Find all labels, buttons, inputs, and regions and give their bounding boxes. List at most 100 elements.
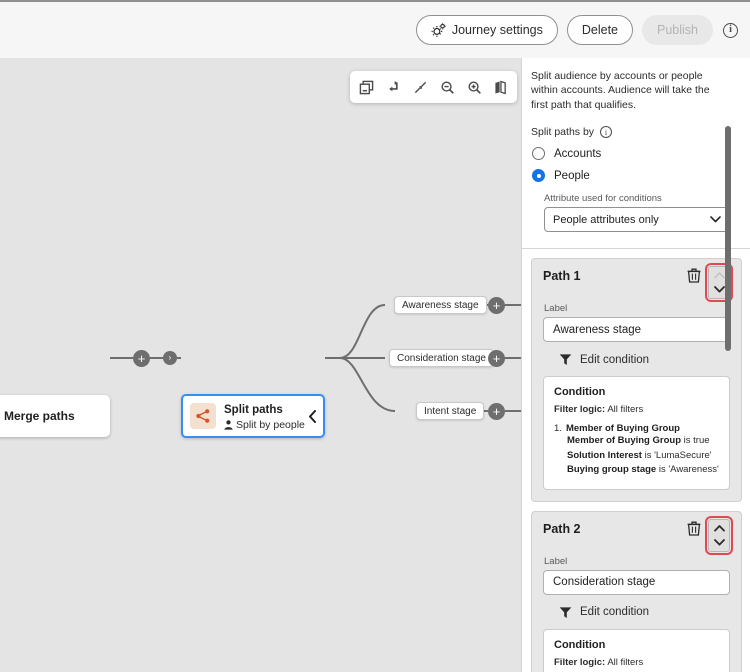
collapse-icon[interactable] <box>407 74 433 100</box>
panel-divider <box>522 248 750 250</box>
canvas-path-pill-2[interactable]: Consideration stage <box>389 349 494 367</box>
delete-button[interactable]: Delete <box>566 15 633 45</box>
condition-1-item-number: 1. <box>554 423 562 435</box>
undo-icon[interactable] <box>380 74 406 100</box>
info-icon[interactable]: i <box>723 22 738 38</box>
plus-glyph: + <box>492 403 501 419</box>
panel-description: Split audience by accounts or people wit… <box>531 70 710 111</box>
path-card-2-label-input[interactable]: Consideration stage <box>543 569 730 595</box>
path-card-1-label-caption: Label <box>544 303 568 315</box>
condition-1-title: Condition <box>554 386 606 399</box>
journey-settings-button[interactable]: Journey settings <box>415 15 558 45</box>
info-glyph: i <box>604 127 608 137</box>
path-card-2-label-value: Consideration stage <box>553 576 656 589</box>
duplicate-icon[interactable] <box>353 74 379 100</box>
edit-condition-1-button[interactable]: Edit condition <box>543 342 730 366</box>
canvas-path-label-3: Intent stage <box>424 405 477 417</box>
split-paths-subtitle: Split by people <box>236 418 305 431</box>
path-card-1: Path 1 <box>531 258 742 502</box>
condition-2-filter-logic: Filter logic: All filters <box>554 657 719 668</box>
top-header: Journey settings Delete Publish i <box>0 0 750 58</box>
split-paths-text: Split paths Split by people <box>224 400 308 433</box>
radio-option-accounts[interactable]: Accounts <box>522 138 750 161</box>
condition-1-line-2: Solution Interest is 'LumaSecure' <box>567 449 712 461</box>
canvas-path-pill-1[interactable]: Awareness stage <box>394 296 487 314</box>
add-step-button-path-1[interactable]: + <box>488 296 505 314</box>
merge-paths-label: Merge paths <box>4 409 75 423</box>
share-icon <box>190 403 216 429</box>
path-card-1-title: Path 1 <box>543 269 581 284</box>
radio-option-people[interactable]: People <box>522 160 750 183</box>
plus-glyph: + <box>137 350 146 366</box>
condition-summary-2: Condition Filter logic: All filters 1. M… <box>543 628 730 672</box>
split-paths-title: Split paths <box>224 403 283 416</box>
path-card-2-header: Path 2 <box>543 515 733 555</box>
condition-1-lines: Member of Buying Group is true Solution … <box>554 434 719 477</box>
canvas-path-label-2: Consideration stage <box>397 352 486 364</box>
condition-2-title: Condition <box>554 638 606 651</box>
plus-glyph: + <box>492 297 501 313</box>
zoom-in-icon[interactable] <box>461 74 487 100</box>
split-paths-by-row: Split paths by i <box>522 112 750 139</box>
split-paths-node[interactable]: Split paths Split by people <box>181 394 325 438</box>
move-path-1-up-button <box>712 270 726 282</box>
radio-people-indicator <box>532 169 545 183</box>
delete-path-1-button[interactable] <box>687 268 701 288</box>
radio-accounts-label: Accounts <box>554 147 602 160</box>
attribute-field: Attribute used for conditions People att… <box>522 182 750 233</box>
attribute-select[interactable]: People attributes only <box>544 207 730 233</box>
canvas-toolbar <box>350 71 517 103</box>
radio-people-label: People <box>554 169 590 182</box>
info-glyph: i <box>729 24 732 35</box>
add-step-button-merge[interactable]: + <box>133 349 150 367</box>
publish-button: Publish <box>642 15 713 45</box>
path-card-1-header: Path 1 <box>543 263 733 303</box>
add-step-button-path-2[interactable]: + <box>488 349 505 367</box>
split-paths-settings-panel: Split audience by accounts or people wit… <box>521 58 750 672</box>
edit-condition-2-button[interactable]: Edit condition <box>543 595 730 619</box>
add-step-button-path-3[interactable]: + <box>488 402 505 420</box>
path-card-1-label-value: Awareness stage <box>553 323 642 336</box>
canvas-path-label-1: Awareness stage <box>402 299 479 311</box>
condition-1-item-name: Member of Buying Group <box>565 423 680 435</box>
move-path-2-up-button[interactable] <box>712 522 726 534</box>
reorder-path-2-control[interactable] <box>705 515 733 555</box>
condition-1-filter-logic-value: All filters <box>605 404 644 416</box>
filter-icon <box>559 606 572 619</box>
condition-2-filter-logic-value: All filters <box>605 656 644 668</box>
condition-2-filter-logic-label: Filter logic: <box>554 656 606 668</box>
edit-condition-2-label: Edit condition <box>580 606 650 619</box>
attribute-field-label: Attribute used for conditions <box>544 193 662 205</box>
merge-paths-node[interactable]: Merge paths <box>0 395 110 437</box>
plus-glyph: + <box>492 350 501 366</box>
split-paths-subtitle-row: Split by people <box>224 419 308 433</box>
condition-1-filter-logic-label: Filter logic: <box>554 404 606 416</box>
info-icon[interactable]: i <box>600 126 613 139</box>
arrow-glyph: › <box>168 353 172 362</box>
condition-1-line-1: Member of Buying Group is true <box>567 435 710 447</box>
delete-label: Delete <box>581 23 618 37</box>
delete-path-2-button[interactable] <box>687 521 701 541</box>
publish-label: Publish <box>657 23 698 37</box>
canvas-path-pill-3[interactable]: Intent stage <box>416 402 485 420</box>
condition-1-item-head: 1. Member of Buying Group <box>554 423 719 434</box>
filter-icon <box>559 353 572 366</box>
edit-condition-1-label: Edit condition <box>580 353 650 366</box>
chevron-left-icon[interactable] <box>308 409 323 423</box>
panel-scrollbar[interactable] <box>725 126 731 351</box>
move-path-2-down-button[interactable] <box>712 536 726 548</box>
person-icon <box>224 420 233 431</box>
edge-arrow-in: › <box>163 351 177 365</box>
zoom-out-icon[interactable] <box>434 74 460 100</box>
journey-settings-label: Journey settings <box>451 23 543 37</box>
condition-summary-1: Condition Filter logic: All filters 1. M… <box>543 376 730 490</box>
path-card-2: Path 2 <box>531 510 742 672</box>
path-card-1-label-input[interactable]: Awareness stage <box>543 317 730 343</box>
journey-canvas[interactable]: Merge paths + › Split paths <box>0 58 521 672</box>
condition-1-line-3: Buying group stage is 'Awareness' <box>567 464 719 476</box>
move-path-1-down-button[interactable] <box>712 284 726 296</box>
gear-icon <box>431 22 446 38</box>
map-icon[interactable] <box>488 74 514 100</box>
path-card-2-label-caption: Label <box>544 555 568 567</box>
